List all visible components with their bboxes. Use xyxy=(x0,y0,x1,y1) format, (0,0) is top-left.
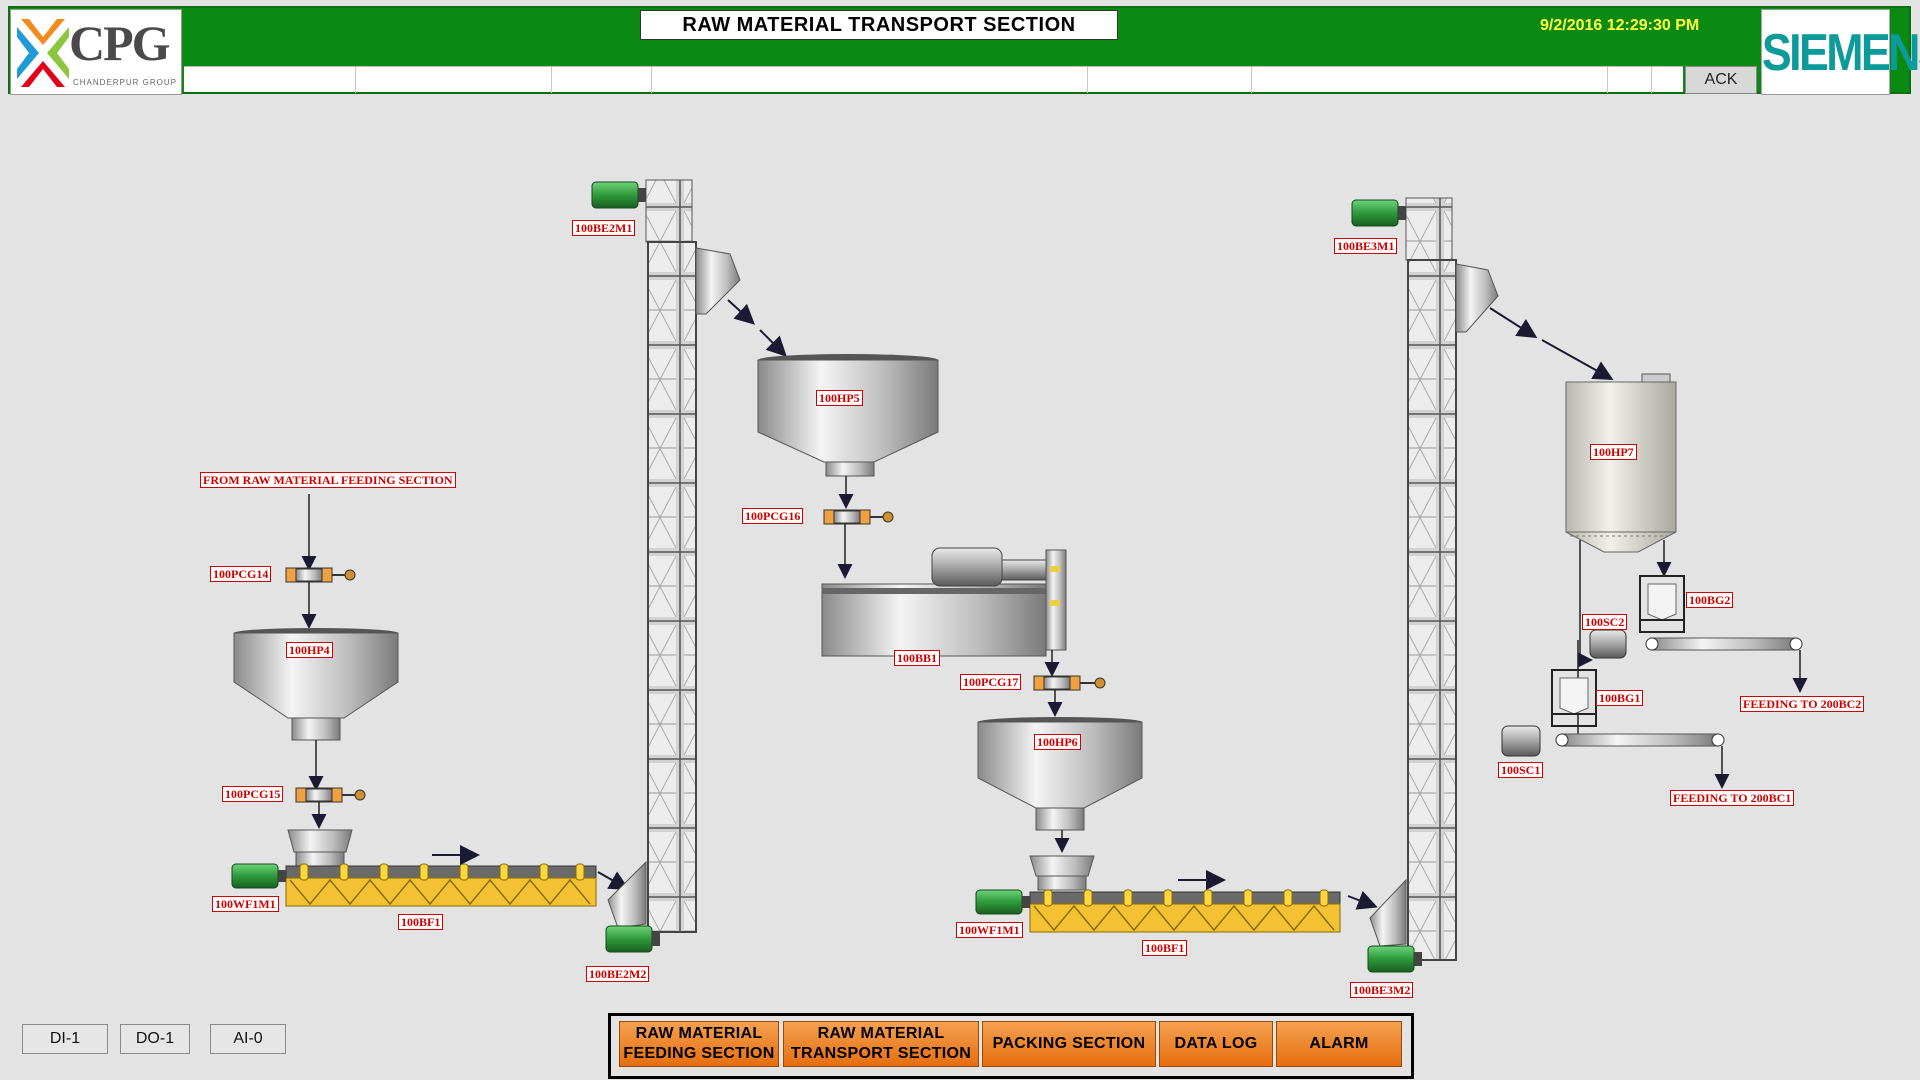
tag-100hp4[interactable]: 100HP4 xyxy=(286,642,333,658)
tag-100hp6[interactable]: 100HP6 xyxy=(1034,734,1081,750)
cpg-logo-subtitle: CHANDERPUR GROUP xyxy=(73,78,178,87)
nav-transport-line2: TRANSPORT SECTION xyxy=(790,1045,972,1062)
nav-transport-line1: RAW MATERIAL xyxy=(817,1025,945,1042)
conveyor-100bf1-right[interactable] xyxy=(1029,889,1341,933)
hopper-100hp4[interactable] xyxy=(233,628,399,741)
tag-100bg1[interactable]: 100BG1 xyxy=(1596,690,1644,706)
tag-100sc2[interactable]: 100SC2 xyxy=(1582,614,1628,630)
alarm-cell xyxy=(1088,67,1252,93)
nav-feeding-line2: FEEDING SECTION xyxy=(623,1045,775,1062)
tag-100be2m2[interactable]: 100BE2M2 xyxy=(586,966,650,982)
nav-transport-section-button[interactable]: RAW MATERIAL TRANSPORT SECTION xyxy=(783,1021,979,1067)
hopper-100hp6[interactable] xyxy=(977,717,1143,831)
tag-100pcg14[interactable]: 100PCG14 xyxy=(210,566,272,582)
cpg-logo-text: CPG xyxy=(69,15,171,71)
feeder-hopper-left xyxy=(287,829,353,867)
conveyor-100bf1-left[interactable] xyxy=(285,863,597,907)
tag-100bf1-left[interactable]: 100BF1 xyxy=(398,914,444,930)
ai-button[interactable]: AI-0 xyxy=(210,1024,286,1054)
gate-100pcg16[interactable] xyxy=(823,509,894,525)
alarm-cell xyxy=(552,67,652,93)
tag-100hp5[interactable]: 100HP5 xyxy=(816,390,863,406)
alarm-cell xyxy=(356,67,552,93)
bucket-blender-100bb1[interactable] xyxy=(821,547,1067,657)
motor-100be3m2[interactable] xyxy=(1367,945,1422,973)
tag-100sc1[interactable]: 100SC1 xyxy=(1498,762,1544,778)
tag-100bg2[interactable]: 100BG2 xyxy=(1686,592,1734,608)
do-button[interactable]: DO-1 xyxy=(120,1024,190,1054)
feeder-hopper-right xyxy=(1029,855,1095,891)
bucket-elevator-2[interactable] xyxy=(1369,197,1499,961)
alarm-cell xyxy=(184,67,356,93)
motor-100wf1m1-left[interactable] xyxy=(231,863,286,889)
label-from-feeding-section: FROM RAW MATERIAL FEEDING SECTION xyxy=(200,472,456,488)
alarm-cell xyxy=(652,67,1088,93)
screw-conveyor-100sc2[interactable] xyxy=(1589,629,1803,659)
motor-100be2m2[interactable] xyxy=(605,925,660,953)
label-feeding-to-200bc2: FEEDING TO 200BC2 xyxy=(1740,696,1865,712)
alarm-banner[interactable] xyxy=(184,66,1683,93)
tag-100pcg16[interactable]: 100PCG16 xyxy=(742,508,804,524)
gate-100pcg14[interactable] xyxy=(285,567,356,583)
nav-alarm-button[interactable]: ALARM xyxy=(1276,1021,1402,1067)
tag-100wf1m1-left[interactable]: 100WF1M1 xyxy=(212,896,279,912)
tag-100be3m1[interactable]: 100BE3M1 xyxy=(1334,238,1398,254)
tag-100bf1-right[interactable]: 100BF1 xyxy=(1142,940,1188,956)
silo-100hp7[interactable] xyxy=(1565,373,1677,553)
tag-100pcg15[interactable]: 100PCG15 xyxy=(222,786,284,802)
gate-100pcg15[interactable] xyxy=(295,787,366,803)
gate-100pcg17[interactable] xyxy=(1033,675,1106,691)
nav-feeding-section-button[interactable]: RAW MATERIAL FEEDING SECTION xyxy=(619,1021,779,1067)
cpg-logo: CPG CHANDERPUR GROUP xyxy=(10,9,182,95)
tag-100bb1[interactable]: 100BB1 xyxy=(894,650,941,666)
hopper-100hp5[interactable] xyxy=(757,354,939,477)
bag-100bg1[interactable] xyxy=(1551,669,1597,727)
bucket-elevator-1[interactable] xyxy=(607,179,741,933)
page-title: RAW MATERIAL TRANSPORT SECTION xyxy=(640,10,1118,40)
motor-100wf1m1-right[interactable] xyxy=(975,889,1030,915)
tag-100wf1m1-right[interactable]: 100WF1M1 xyxy=(956,922,1023,938)
ack-button[interactable]: ACK xyxy=(1685,66,1757,94)
tag-100be3m2[interactable]: 100BE3M2 xyxy=(1350,982,1414,998)
motor-100be2m1[interactable] xyxy=(591,181,646,209)
nav-feeding-line1: RAW MATERIAL xyxy=(635,1025,763,1042)
bag-100bg2[interactable] xyxy=(1639,575,1685,633)
datetime-display: 9/2/2016 12:29:30 PM xyxy=(1540,17,1700,34)
tag-100pcg17[interactable]: 100PCG17 xyxy=(960,674,1022,690)
di-button[interactable]: DI-1 xyxy=(22,1024,108,1054)
alarm-cell xyxy=(1608,67,1652,93)
cpg-logo-icon xyxy=(17,19,69,87)
tag-100be2m1[interactable]: 100BE2M1 xyxy=(572,220,636,236)
nav-packing-section-button[interactable]: PACKING SECTION xyxy=(982,1021,1156,1067)
motor-100be3m1[interactable] xyxy=(1351,199,1406,227)
alarm-cell xyxy=(1252,67,1608,93)
screw-conveyor-100sc1[interactable] xyxy=(1501,725,1725,757)
label-feeding-to-200bc1: FEEDING TO 200BC1 xyxy=(1670,790,1795,806)
tag-100hp7[interactable]: 100HP7 xyxy=(1590,444,1637,460)
nav-data-log-button[interactable]: DATA LOG xyxy=(1159,1021,1273,1067)
